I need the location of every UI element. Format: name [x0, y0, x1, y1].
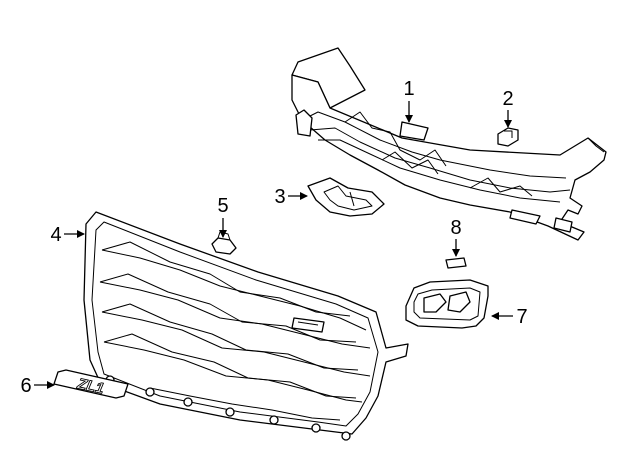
fog-lamp-bezel-part-7	[405, 279, 489, 329]
callout-6-label: 6	[20, 375, 31, 397]
callout-6: 6	[20, 375, 55, 397]
clip-part-2	[497, 127, 519, 147]
main-grille-part-4	[83, 211, 409, 441]
callout-1-label: 1	[403, 78, 414, 100]
callout-3: 3	[274, 186, 308, 208]
emblem-bracket-part-3	[307, 177, 385, 217]
zl1-emblem-part-6: ZL1	[53, 369, 129, 399]
callout-8: 8	[450, 217, 462, 257]
callout-1: 1	[403, 78, 415, 123]
callout-3-label: 3	[274, 186, 285, 208]
callout-2: 2	[502, 88, 514, 128]
callout-2-label: 2	[502, 88, 513, 110]
callout-4: 4	[50, 224, 85, 246]
callout-5-label: 5	[217, 195, 228, 217]
insert-part-8	[445, 257, 467, 269]
callout-5: 5	[217, 195, 229, 238]
callout-7: 7	[491, 306, 528, 328]
callout-4-label: 4	[50, 224, 61, 246]
emblem-text: ZL1	[75, 375, 106, 397]
upper-grille-bracket	[291, 47, 607, 241]
callout-7-label: 7	[516, 306, 527, 328]
callout-8-label: 8	[450, 217, 461, 239]
retainer-clip-part-5	[211, 231, 237, 255]
